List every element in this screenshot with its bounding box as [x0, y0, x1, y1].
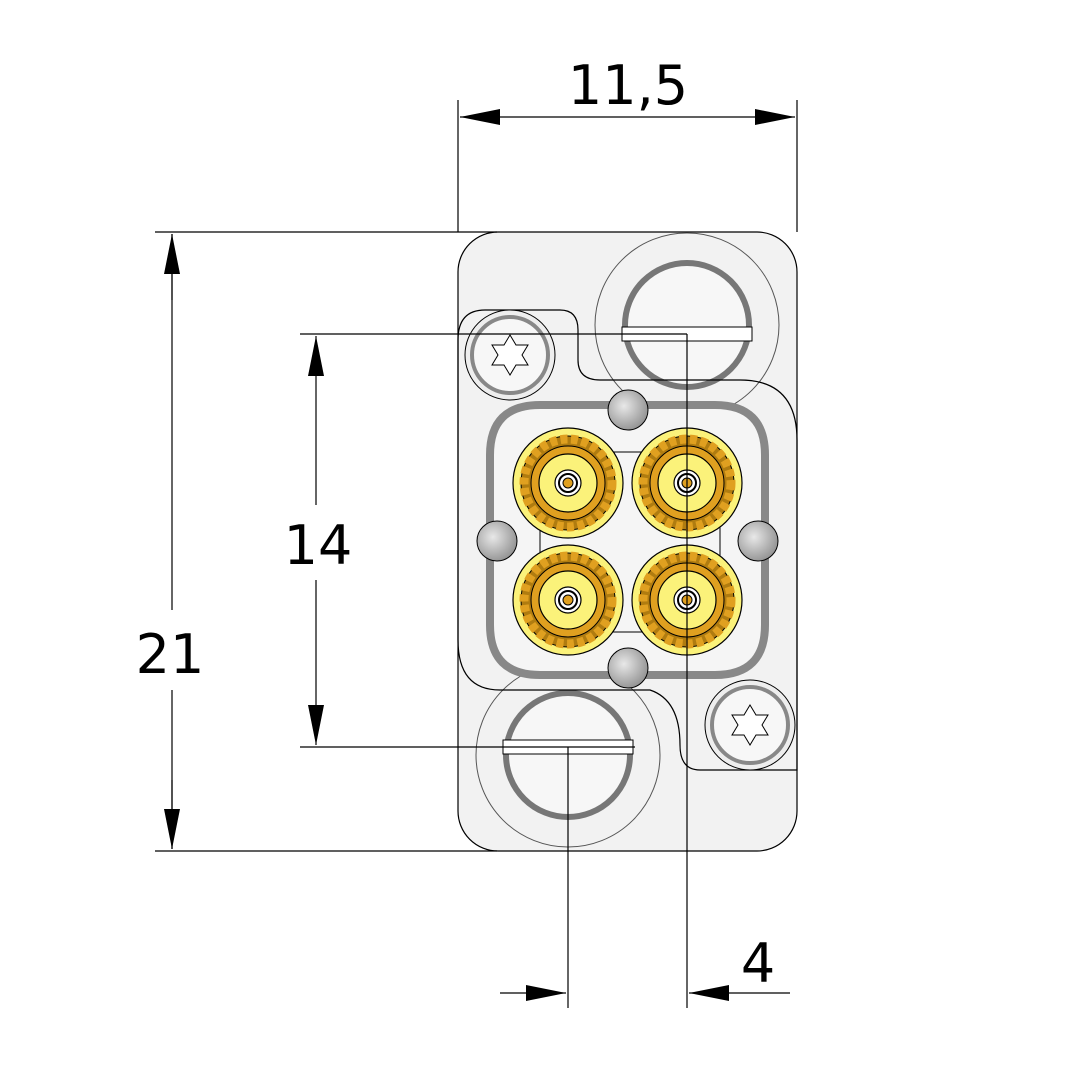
contact-ring [562, 594, 574, 606]
dimension-vertical-pitch: 14 [284, 333, 687, 748]
torx-screw-bottom-right [704, 679, 796, 771]
dimension-width: 11,5 [457, 54, 798, 232]
mounting-hole-top [594, 232, 780, 418]
dimension-vertical-pitch-label: 14 [284, 514, 353, 577]
dimension-height: 21 [136, 231, 497, 852]
contact-ring [519, 551, 617, 649]
dimension-horizontal-pitch-label: 4 [741, 932, 775, 995]
contact-top-left [512, 427, 624, 539]
contact-ring [562, 477, 574, 489]
insert-outline [457, 309, 798, 771]
coding-keys [476, 389, 779, 689]
dimension-horizontal-pitch: 4 [500, 334, 790, 1008]
torx-screw-top-left [464, 309, 556, 401]
dimension-height-label: 21 [136, 623, 205, 686]
contact-bottom-left [512, 544, 624, 656]
contact-ring [519, 434, 617, 532]
dimension-width-label: 11,5 [568, 54, 688, 117]
